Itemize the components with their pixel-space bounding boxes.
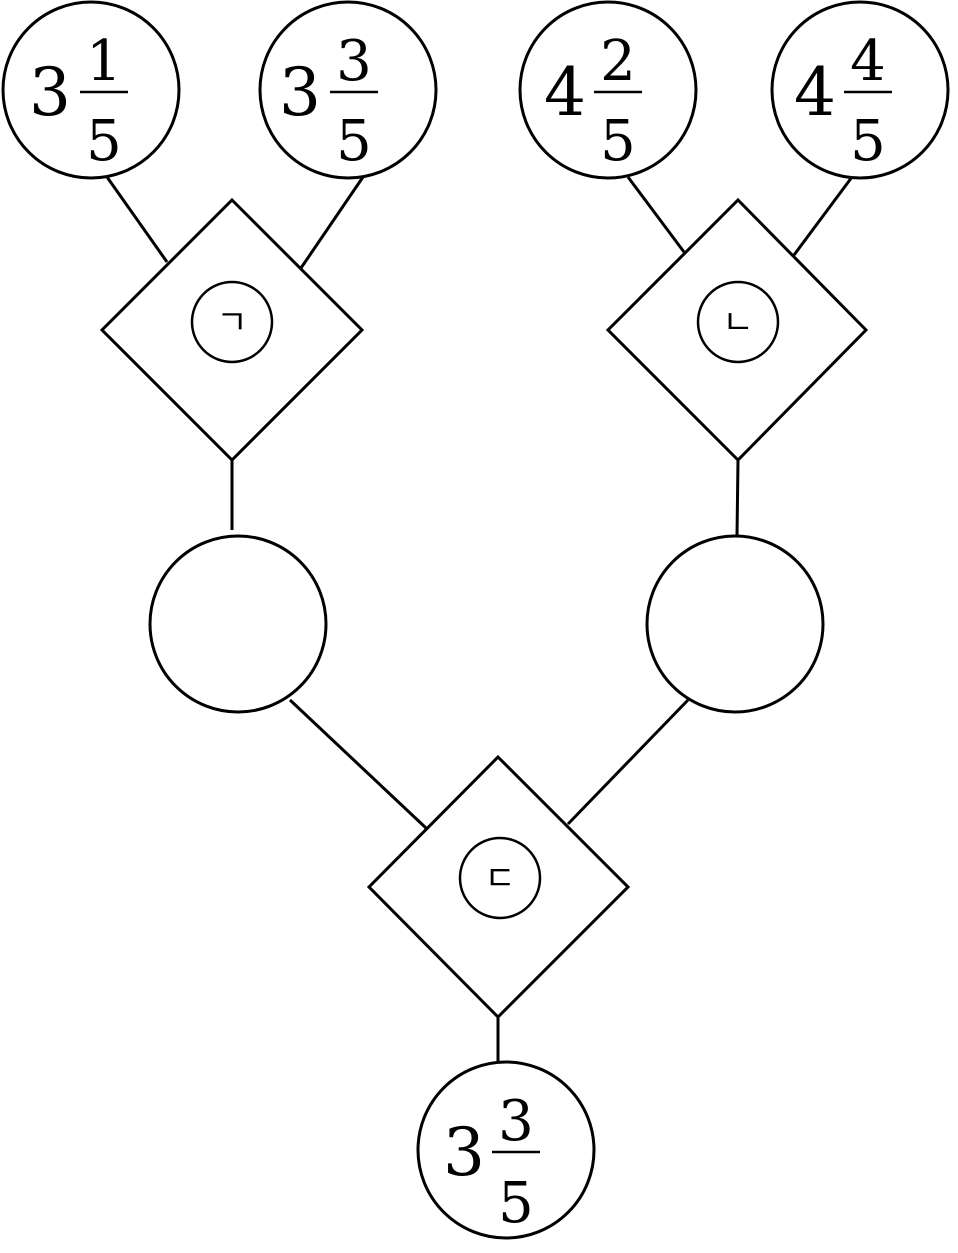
input-node-4-denominator: 5 [850,109,886,174]
operator-node-left-ring [190,280,274,364]
operator-node-left-label: ㄱ [216,303,247,343]
connector-input4-to-op-right [792,176,854,256]
input-node-3-circle [518,0,698,180]
result-node-denominator: 5 [498,1171,534,1236]
result-node-circle [416,1060,596,1240]
input-node-1: 3 1 5 [1,0,181,180]
input-node-4: 4 4 5 [770,0,950,180]
result-node-whole: 3 [443,1114,485,1191]
input-node-2: 3 3 5 [258,0,438,180]
operator-node-left: ㄱ [99,197,365,463]
operator-node-bottom-label: ㄷ [484,859,515,899]
input-node-2-circle [258,0,438,180]
intermediate-node-right-circle [645,534,825,714]
input-node-2-numerator: 3 [336,29,372,94]
input-node-1-whole: 3 [29,54,71,131]
operator-node-bottom: ㄷ [366,754,631,1020]
operator-node-right-ring [696,280,780,364]
input-node-1-numerator: 1 [86,29,122,94]
input-node-4-numerator: 4 [850,29,886,94]
input-node-3-denominator: 5 [600,109,636,174]
input-node-3: 4 2 5 [518,0,698,180]
operator-node-right-label: ㄴ [722,303,753,343]
connector-input1-to-op-left [105,176,169,263]
connectors [105,176,854,1063]
connector-input3-to-op-right [626,176,686,253]
intermediate-node-left-circle [148,534,328,714]
result-node-numerator: 3 [498,1089,534,1154]
connector-mid-right-to-op-bottom [566,698,690,826]
input-node-2-denominator: 5 [336,109,372,174]
input-node-4-whole: 4 [794,54,836,131]
operator-node-bottom-ring [458,836,542,920]
input-node-3-numerator: 2 [600,29,636,94]
input-node-3-whole: 4 [544,54,586,131]
input-node-1-circle [1,0,181,180]
intermediate-node-left [148,534,328,714]
intermediate-node-right [645,534,825,714]
input-node-1-denominator: 5 [86,109,122,174]
input-node-2-whole: 3 [279,54,321,131]
connector-mid-left-to-op-bottom [288,698,428,830]
operator-node-right: ㄴ [605,197,869,463]
input-node-4-circle [770,0,950,180]
connector-input2-to-op-left [299,176,365,269]
result-node: 3 3 5 [416,1060,596,1240]
connector-op-right-to-mid-right [735,459,740,537]
